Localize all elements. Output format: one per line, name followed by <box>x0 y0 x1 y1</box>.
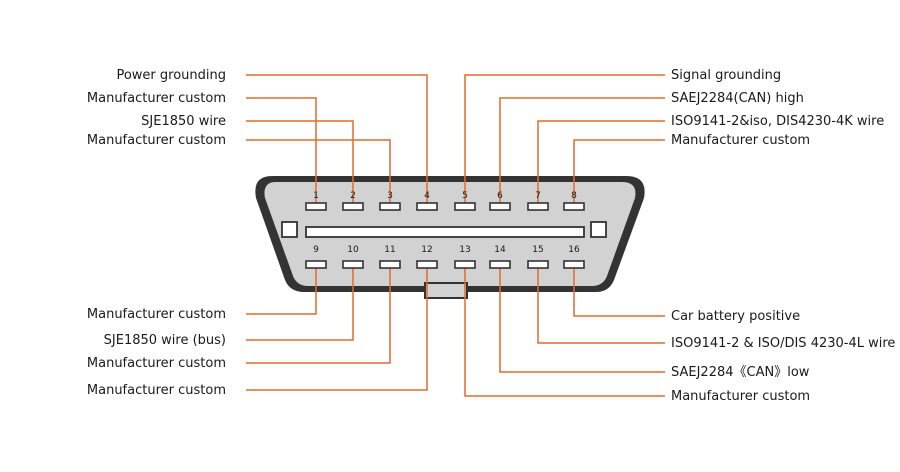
pin-number-1: 1 <box>313 191 319 201</box>
pin-label-12: Manufacturer custom <box>87 383 226 398</box>
pin-label-14: SAEJ2284《CAN》low <box>671 365 810 380</box>
pin-label-9: Manufacturer custom <box>87 307 226 322</box>
lead-line-pin-11 <box>246 268 391 364</box>
pin-number-5: 5 <box>462 191 468 201</box>
left-guide-hole <box>281 221 298 238</box>
pin-contact-4 <box>416 202 438 211</box>
connector-key-tab <box>424 282 468 299</box>
pin-label-11: Manufacturer custom <box>87 356 226 371</box>
lead-line-pin-7 <box>537 120 665 203</box>
pin-label-16: Car battery positive <box>671 309 800 324</box>
pin-number-12: 12 <box>421 245 432 255</box>
lead-line-pin-1 <box>246 97 317 203</box>
lead-line-pin-2 <box>246 120 354 203</box>
pin-number-13: 13 <box>459 245 470 255</box>
pin-contact-10 <box>342 260 364 269</box>
lead-line-pin-6 <box>499 97 665 203</box>
lead-line-pin-10 <box>246 268 354 341</box>
pin-number-8: 8 <box>571 191 577 201</box>
lead-line-pin-13 <box>464 268 665 397</box>
lead-line-pin-14 <box>499 268 665 373</box>
pin-label-13: Manufacturer custom <box>671 389 810 404</box>
pin-label-2: SJE1850 wire <box>141 114 226 129</box>
pin-label-15: ISO9141-2 & ISO/DIS 4230-4L wire <box>671 336 895 351</box>
pin-contact-12 <box>416 260 438 269</box>
lead-line-pin-8 <box>573 139 665 203</box>
pin-label-5: Signal grounding <box>671 68 781 83</box>
lead-line-pin-15 <box>537 268 665 344</box>
pin-number-3: 3 <box>387 191 393 201</box>
pin-contact-16 <box>563 260 585 269</box>
pin-contact-5 <box>454 202 476 211</box>
center-slot <box>305 226 585 238</box>
pin-number-15: 15 <box>532 245 543 255</box>
pin-contact-2 <box>342 202 364 211</box>
lead-line-pin-3 <box>246 139 391 203</box>
pin-contact-1 <box>305 202 327 211</box>
pin-contact-6 <box>489 202 511 211</box>
pin-contact-9 <box>305 260 327 269</box>
pin-number-9: 9 <box>313 245 319 255</box>
pin-number-14: 14 <box>494 245 506 255</box>
pin-number-10: 10 <box>347 245 359 255</box>
pin-label-6: SAEJ2284(CAN) high <box>671 91 804 106</box>
lead-line-pin-4 <box>246 74 428 203</box>
pin-contact-14 <box>489 260 511 269</box>
lead-line-pin-9 <box>246 268 317 315</box>
pin-number-16: 16 <box>568 245 580 255</box>
pin-number-7: 7 <box>535 191 541 201</box>
pin-label-10: SJE1850 wire (bus) <box>104 333 226 348</box>
lead-line-pin-12 <box>246 268 428 391</box>
pin-label-7: ISO9141-2&iso, DIS4230-4K wire <box>671 114 884 129</box>
right-guide-hole <box>590 221 607 238</box>
lead-line-pin-16 <box>573 268 665 317</box>
pin-label-3: Manufacturer custom <box>87 133 226 148</box>
pin-contact-13 <box>454 260 476 269</box>
pin-number-4: 4 <box>424 191 430 201</box>
pin-contact-15 <box>527 260 549 269</box>
lead-line-pin-5 <box>464 74 665 203</box>
pin-label-4: Power grounding <box>116 68 226 83</box>
pin-number-2: 2 <box>350 191 356 201</box>
pin-contact-11 <box>379 260 401 269</box>
pin-contact-3 <box>379 202 401 211</box>
pin-number-6: 6 <box>497 191 503 201</box>
lead-lines <box>246 74 665 397</box>
pin-contact-7 <box>527 202 549 211</box>
pin-number-11: 11 <box>384 245 395 255</box>
pin-label-1: Manufacturer custom <box>87 91 226 106</box>
pin-label-8: Manufacturer custom <box>671 133 810 148</box>
pin-contact-8 <box>563 202 585 211</box>
